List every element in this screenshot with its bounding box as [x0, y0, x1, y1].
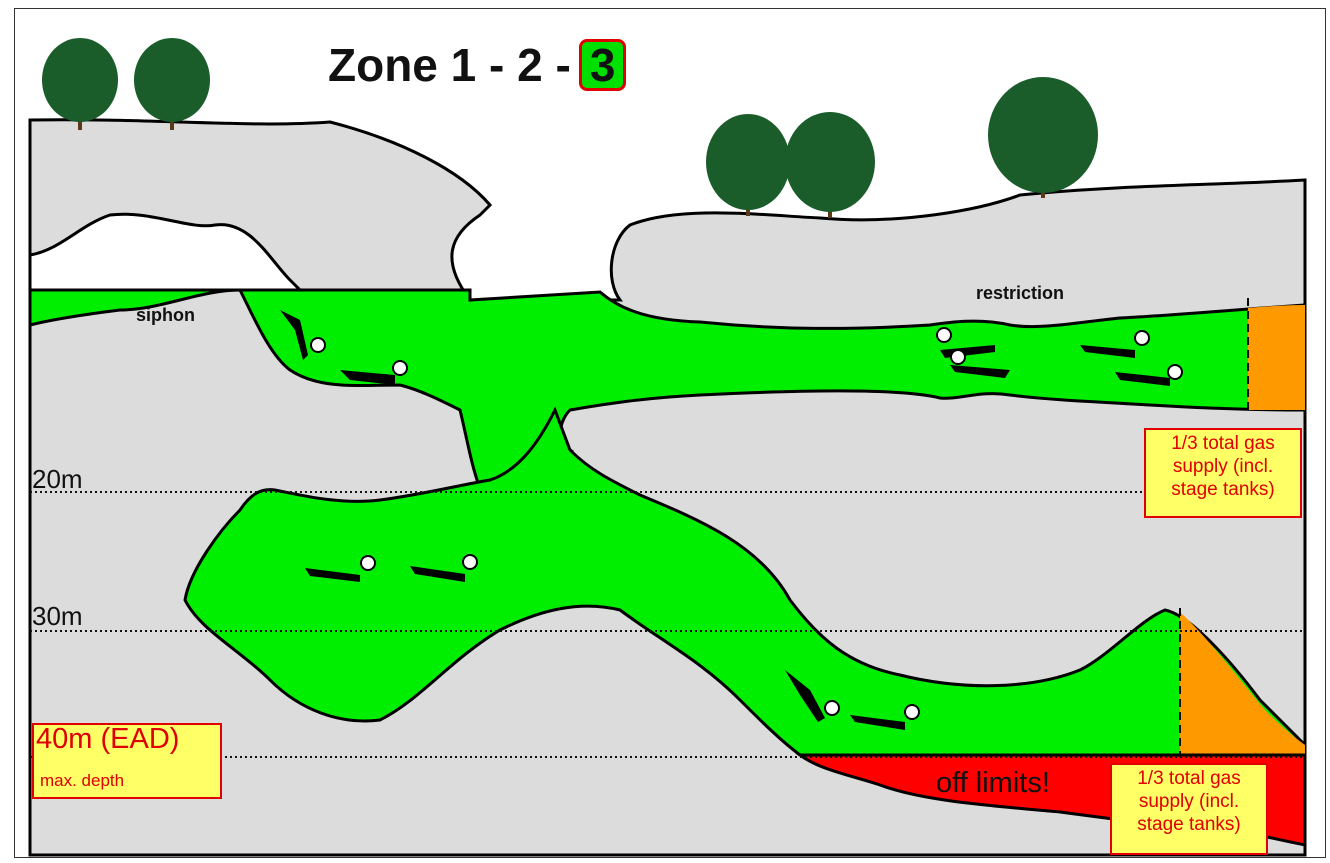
diver-icon: [410, 554, 478, 582]
water-upper: [28, 288, 1307, 505]
gas-note-lower: 1/3 total gas supply (incl. stage tanks): [1110, 763, 1268, 855]
gas-note-upper: 1/3 total gas supply (incl. stage tanks): [1144, 428, 1302, 518]
diver-icon: [305, 555, 376, 582]
current-zone-badge: 3: [578, 39, 627, 91]
zone-title: Zone 1 - 2 - 3: [328, 39, 627, 91]
zone-title-prefix: Zone 1 - 2 -: [328, 39, 571, 91]
diver-icon: [280, 310, 326, 360]
diver-icon: [785, 670, 840, 722]
siphon-label: siphon: [136, 305, 195, 325]
max-depth-label: max. depth: [40, 771, 125, 790]
ead-depth-label: 40m (EAD): [36, 723, 180, 755]
depth-20m-label: 20m: [32, 464, 83, 494]
depth-30m-label: 30m: [32, 601, 83, 631]
off-limits-label: off limits!: [936, 767, 1050, 799]
tree-icon: [42, 38, 118, 130]
restriction-label: restriction: [976, 283, 1065, 303]
tree-icon: [134, 38, 210, 130]
max-depth-note: 40m (EAD) max. depth: [32, 723, 222, 799]
tree-icon: [988, 77, 1098, 198]
diver-icon: [340, 360, 408, 385]
water-lower: [183, 406, 1307, 757]
diver-icon: [1115, 364, 1183, 386]
reserve-upper: [1248, 305, 1305, 410]
diver-icon: [850, 704, 920, 730]
tree-icon: [785, 112, 875, 218]
reserve-lower: [1180, 612, 1305, 755]
diver-icon: [1080, 330, 1150, 358]
air-pocket: [28, 212, 304, 292]
tree-icon: [706, 114, 790, 216]
diver-icon: [950, 349, 1010, 378]
